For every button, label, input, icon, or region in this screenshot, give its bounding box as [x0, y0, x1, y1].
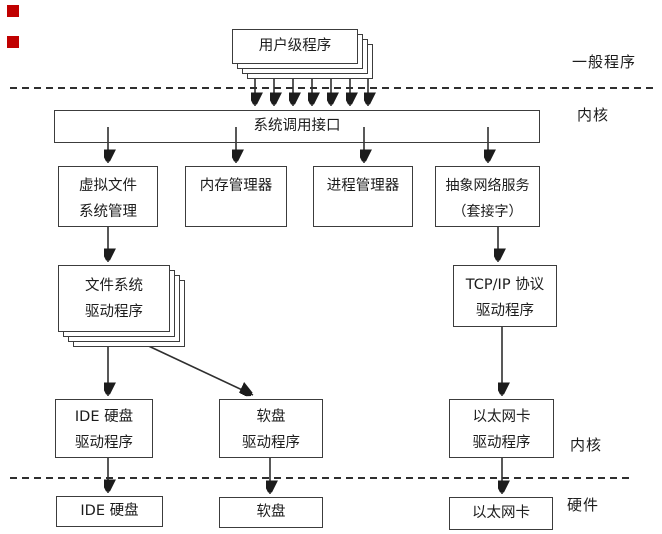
floppy-driver-line1: 软盘: [256, 409, 286, 425]
network-services-box: 抽象网络服务 （套接字）: [435, 166, 540, 227]
network-services-line1: 抽象网络服务: [445, 178, 530, 194]
red-square-marker-left: [7, 36, 19, 48]
vfs-box: 虚拟文件 系统管理: [58, 166, 158, 227]
user-programs-box: 用户级程序: [232, 29, 358, 64]
ide-driver-line1: IDE 硬盘: [74, 409, 134, 425]
tcpip-line2: 驱动程序: [476, 303, 534, 319]
tcpip-driver-box: TCP/IP 协议 驱动程序: [453, 265, 557, 327]
syscall-interface-label: 系统调用接口: [253, 118, 341, 134]
user-programs-label: 用户级程序: [258, 38, 332, 54]
vfs-line1: 虚拟文件: [79, 178, 137, 194]
ide-driver-box: IDE 硬盘 驱动程序: [55, 399, 153, 458]
syscall-to-subsystem-arrows: [108, 127, 488, 163]
zone-label-kernel-top: 内核: [577, 106, 610, 124]
syscall-interface-box: 系统调用接口: [54, 110, 540, 143]
zone-label-kernel-bottom: 内核: [570, 436, 603, 454]
network-services-line2: （套接字）: [452, 204, 523, 220]
process-manager-box: 进程管理器: [313, 166, 413, 227]
fsdrivers-to-floppy-arrow: [139, 341, 253, 395]
eth-hw-box: 以太网卡: [449, 497, 553, 530]
floppy-driver-box: 软盘 驱动程序: [219, 399, 323, 458]
fs-drivers-box: 文件系统 驱动程序: [58, 265, 170, 332]
eth-driver-line2: 驱动程序: [472, 435, 531, 451]
tcpip-line1: TCP/IP 协议: [465, 277, 545, 293]
fs-drivers-line2: 驱动程序: [85, 304, 143, 320]
process-manager-label: 进程管理器: [326, 178, 400, 194]
memory-manager-label: 内存管理器: [199, 178, 273, 194]
red-square-marker-top: [7, 5, 19, 17]
floppy-hw-label: 软盘: [256, 504, 286, 520]
eth-driver-box: 以太网卡 驱动程序: [449, 399, 554, 458]
eth-hw-label: 以太网卡: [472, 505, 530, 521]
ide-hw-label: IDE 硬盘: [80, 503, 139, 519]
ide-hw-box: IDE 硬盘: [56, 496, 163, 527]
floppy-driver-line2: 驱动程序: [242, 435, 300, 451]
floppy-hw-box: 软盘: [219, 497, 323, 528]
vfs-line2: 系统管理: [79, 204, 137, 220]
fs-drivers-line1: 文件系统: [85, 278, 143, 294]
eth-driver-line1: 以太网卡: [472, 409, 531, 425]
zone-label-hardware: 硬件: [567, 496, 600, 514]
memory-manager-box: 内存管理器: [185, 166, 287, 227]
ide-driver-line2: 驱动程序: [75, 435, 133, 451]
zone-label-user-space: 一般程序: [572, 53, 637, 71]
